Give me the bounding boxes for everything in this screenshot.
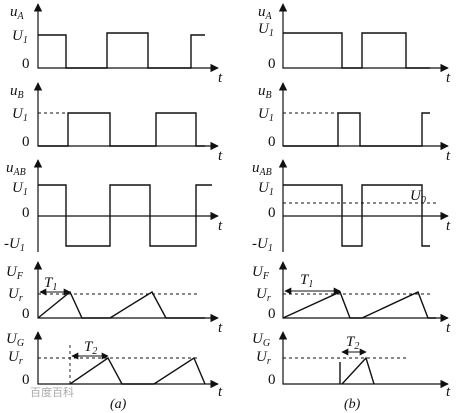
label-uab: uAB [6, 160, 26, 178]
label-ur: Ur [8, 286, 23, 304]
label-t1: T1 [300, 272, 313, 290]
label-t: t [446, 218, 451, 234]
caption-b: (b) [344, 397, 361, 412]
label-t: t [446, 320, 451, 336]
label-neg-u1: -U1 [252, 236, 273, 254]
panel-a-row-ug: UG Ur 0 t T2 (a) [6, 331, 223, 412]
label-zero: 0 [268, 372, 276, 388]
label-uf: UF [6, 264, 24, 282]
label-ur: Ur [256, 349, 271, 367]
panel-b-row-ub: uB U1 0 t [258, 82, 451, 164]
label-t1: T1 [44, 275, 57, 293]
label-ur: Ur [8, 349, 23, 367]
caption-a: (a) [110, 397, 127, 412]
wave-uab [38, 184, 212, 247]
label-ua: uA [10, 4, 25, 22]
label-ub: uB [10, 83, 24, 101]
label-u1: U1 [258, 21, 274, 39]
label-zero: 0 [22, 205, 30, 221]
wave-ua [283, 32, 430, 69]
label-t2: T2 [84, 339, 97, 357]
wave-uf [37, 290, 205, 319]
panel-a: uA U1 0 t uB U1 0 t uAB U1 0 -U1 t [4, 3, 223, 412]
label-t: t [218, 384, 223, 400]
label-u0: U0 [410, 188, 426, 206]
panel-b-row-uf: UF Ur 0 t T1 [252, 261, 451, 336]
panel-b: uA U1 0 t uB U1 0 t uAB U1 0 -U1 t U0 [252, 3, 451, 412]
wave-ug [339, 356, 375, 385]
label-zero: 0 [22, 372, 30, 388]
wave-ub [38, 112, 205, 147]
label-neg-u1: -U1 [4, 236, 25, 254]
panel-b-row-uab: uAB U1 0 -U1 t U0 [252, 159, 451, 254]
panel-a-row-ub: uB U1 0 t [10, 82, 223, 164]
label-zero: 0 [268, 56, 276, 72]
label-t2: T2 [346, 334, 359, 352]
label-ua: uA [258, 4, 273, 22]
label-zero: 0 [268, 134, 276, 150]
label-u1: U1 [258, 106, 274, 124]
label-uf: UF [252, 264, 270, 282]
wave-ua [38, 32, 205, 69]
label-zero: 0 [268, 306, 276, 322]
label-zero: 0 [268, 205, 276, 221]
label-t: t [218, 70, 223, 86]
label-ub: uB [258, 83, 272, 101]
label-u1: U1 [12, 28, 28, 46]
panel-b-row-ua: uA U1 0 t [258, 3, 451, 86]
label-zero: 0 [22, 56, 30, 72]
panel-a-row-uf: UF Ur 0 t T1 [6, 261, 223, 336]
panel-a-row-uab: uAB U1 0 -U1 t [4, 159, 223, 254]
label-u1: U1 [12, 180, 28, 198]
panel-a-row-ua: uA U1 0 t [10, 3, 223, 86]
wave-ub [283, 112, 430, 147]
panel-b-row-ug: UG Ur 0 t T2 (b) [252, 331, 451, 412]
label-t: t [446, 384, 451, 400]
label-t: t [446, 70, 451, 86]
wave-uab [283, 184, 430, 247]
wave-uf [282, 291, 436, 319]
label-zero: 0 [22, 134, 30, 150]
label-t: t [218, 218, 223, 234]
label-zero: 0 [22, 306, 30, 322]
label-t: t [446, 148, 451, 164]
label-u1: U1 [12, 106, 28, 124]
label-ug: UG [6, 331, 24, 349]
label-ug: UG [252, 331, 270, 349]
label-u1: U1 [258, 180, 274, 198]
label-t: t [218, 148, 223, 164]
watermark: 百度百科 [30, 385, 74, 399]
label-ur: Ur [256, 286, 271, 304]
wave-ug [69, 356, 206, 385]
label-t: t [218, 320, 223, 336]
label-uab: uAB [252, 160, 272, 178]
